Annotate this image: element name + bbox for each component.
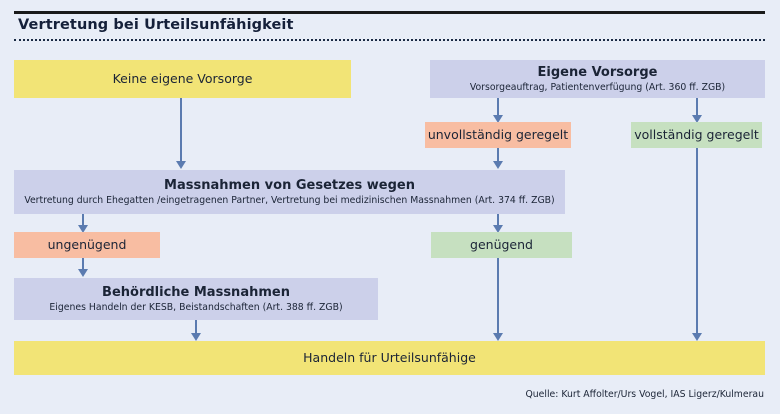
arrowhead-icon [692, 115, 702, 123]
node-title: Massnahmen von Gesetzes wegen [164, 177, 415, 193]
node-behoerdliche-massnahmen: Behördliche Massnahmen Eigenes Handeln d… [14, 278, 378, 320]
source-attribution: Quelle: Kurt Affolter/Urs Vogel, IAS Lig… [525, 389, 764, 400]
node-title: Eigene Vorsorge [537, 64, 658, 80]
node-title: unvollständig geregelt [427, 127, 569, 143]
node-genuegend: genügend [431, 232, 572, 258]
connector-genuegend-to-handeln [497, 258, 499, 336]
node-unvollstaendig-geregelt: unvollständig geregelt [425, 122, 571, 148]
node-title: Handeln für Urteilsunfähige [303, 350, 476, 366]
arrowhead-icon [191, 333, 201, 341]
node-title: Behördliche Massnahmen [102, 284, 290, 300]
connector-eigene-to-vollstaendig [696, 98, 698, 118]
arrowhead-icon [176, 161, 186, 169]
arrowhead-icon [692, 333, 702, 341]
connector-massnahmen-to-ungenuegend [82, 214, 84, 228]
connector-unvollstaendig-to-massnahmen [497, 148, 499, 164]
header-top-rule [14, 11, 765, 14]
arrowhead-icon [493, 333, 503, 341]
node-title: genügend [470, 237, 533, 253]
node-title: Keine eigene Vorsorge [112, 71, 253, 87]
connector-massnahmen-to-genuegend [497, 214, 499, 228]
node-keine-eigene-vorsorge: Keine eigene Vorsorge [14, 60, 351, 98]
connector-eigene-to-unvollstaendig [497, 98, 499, 118]
node-title: vollständig geregelt [634, 127, 759, 143]
connector-behoerdliche-to-handeln [195, 320, 197, 336]
node-handeln-fuer-urteilsunfaehige: Handeln für Urteilsunfähige [14, 341, 765, 375]
node-subtitle: Vorsorgeauftrag, Patientenverfügung (Art… [469, 82, 726, 94]
arrowhead-icon [78, 269, 88, 277]
connector-vollstaendig-to-handeln [696, 148, 698, 336]
connector-ungenuegend-to-behoerdliche [82, 258, 84, 272]
node-title: ungenügend [47, 237, 127, 253]
arrowhead-icon [493, 225, 503, 233]
node-subtitle: Vertretung durch Ehegatten /eingetragene… [24, 195, 555, 207]
arrowhead-icon [78, 225, 88, 233]
node-subtitle: Eigenes Handeln der KESB, Beistandschaft… [49, 302, 343, 314]
arrowhead-icon [493, 161, 503, 169]
bottom-margin [0, 414, 780, 420]
node-ungenuegend: ungenügend [14, 232, 160, 258]
node-vollstaendig-geregelt: vollständig geregelt [631, 122, 762, 148]
page-title: Vertretung bei Urteilsunfähigkeit [18, 17, 294, 33]
header-dotted-rule [14, 39, 765, 41]
connector-keine-to-massnahmen [180, 98, 182, 164]
node-massnahmen-von-gesetzes-wegen: Massnahmen von Gesetzes wegen Vertretung… [14, 170, 565, 214]
node-eigene-vorsorge: Eigene Vorsorge Vorsorgeauftrag, Patient… [430, 60, 765, 98]
arrowhead-icon [493, 115, 503, 123]
